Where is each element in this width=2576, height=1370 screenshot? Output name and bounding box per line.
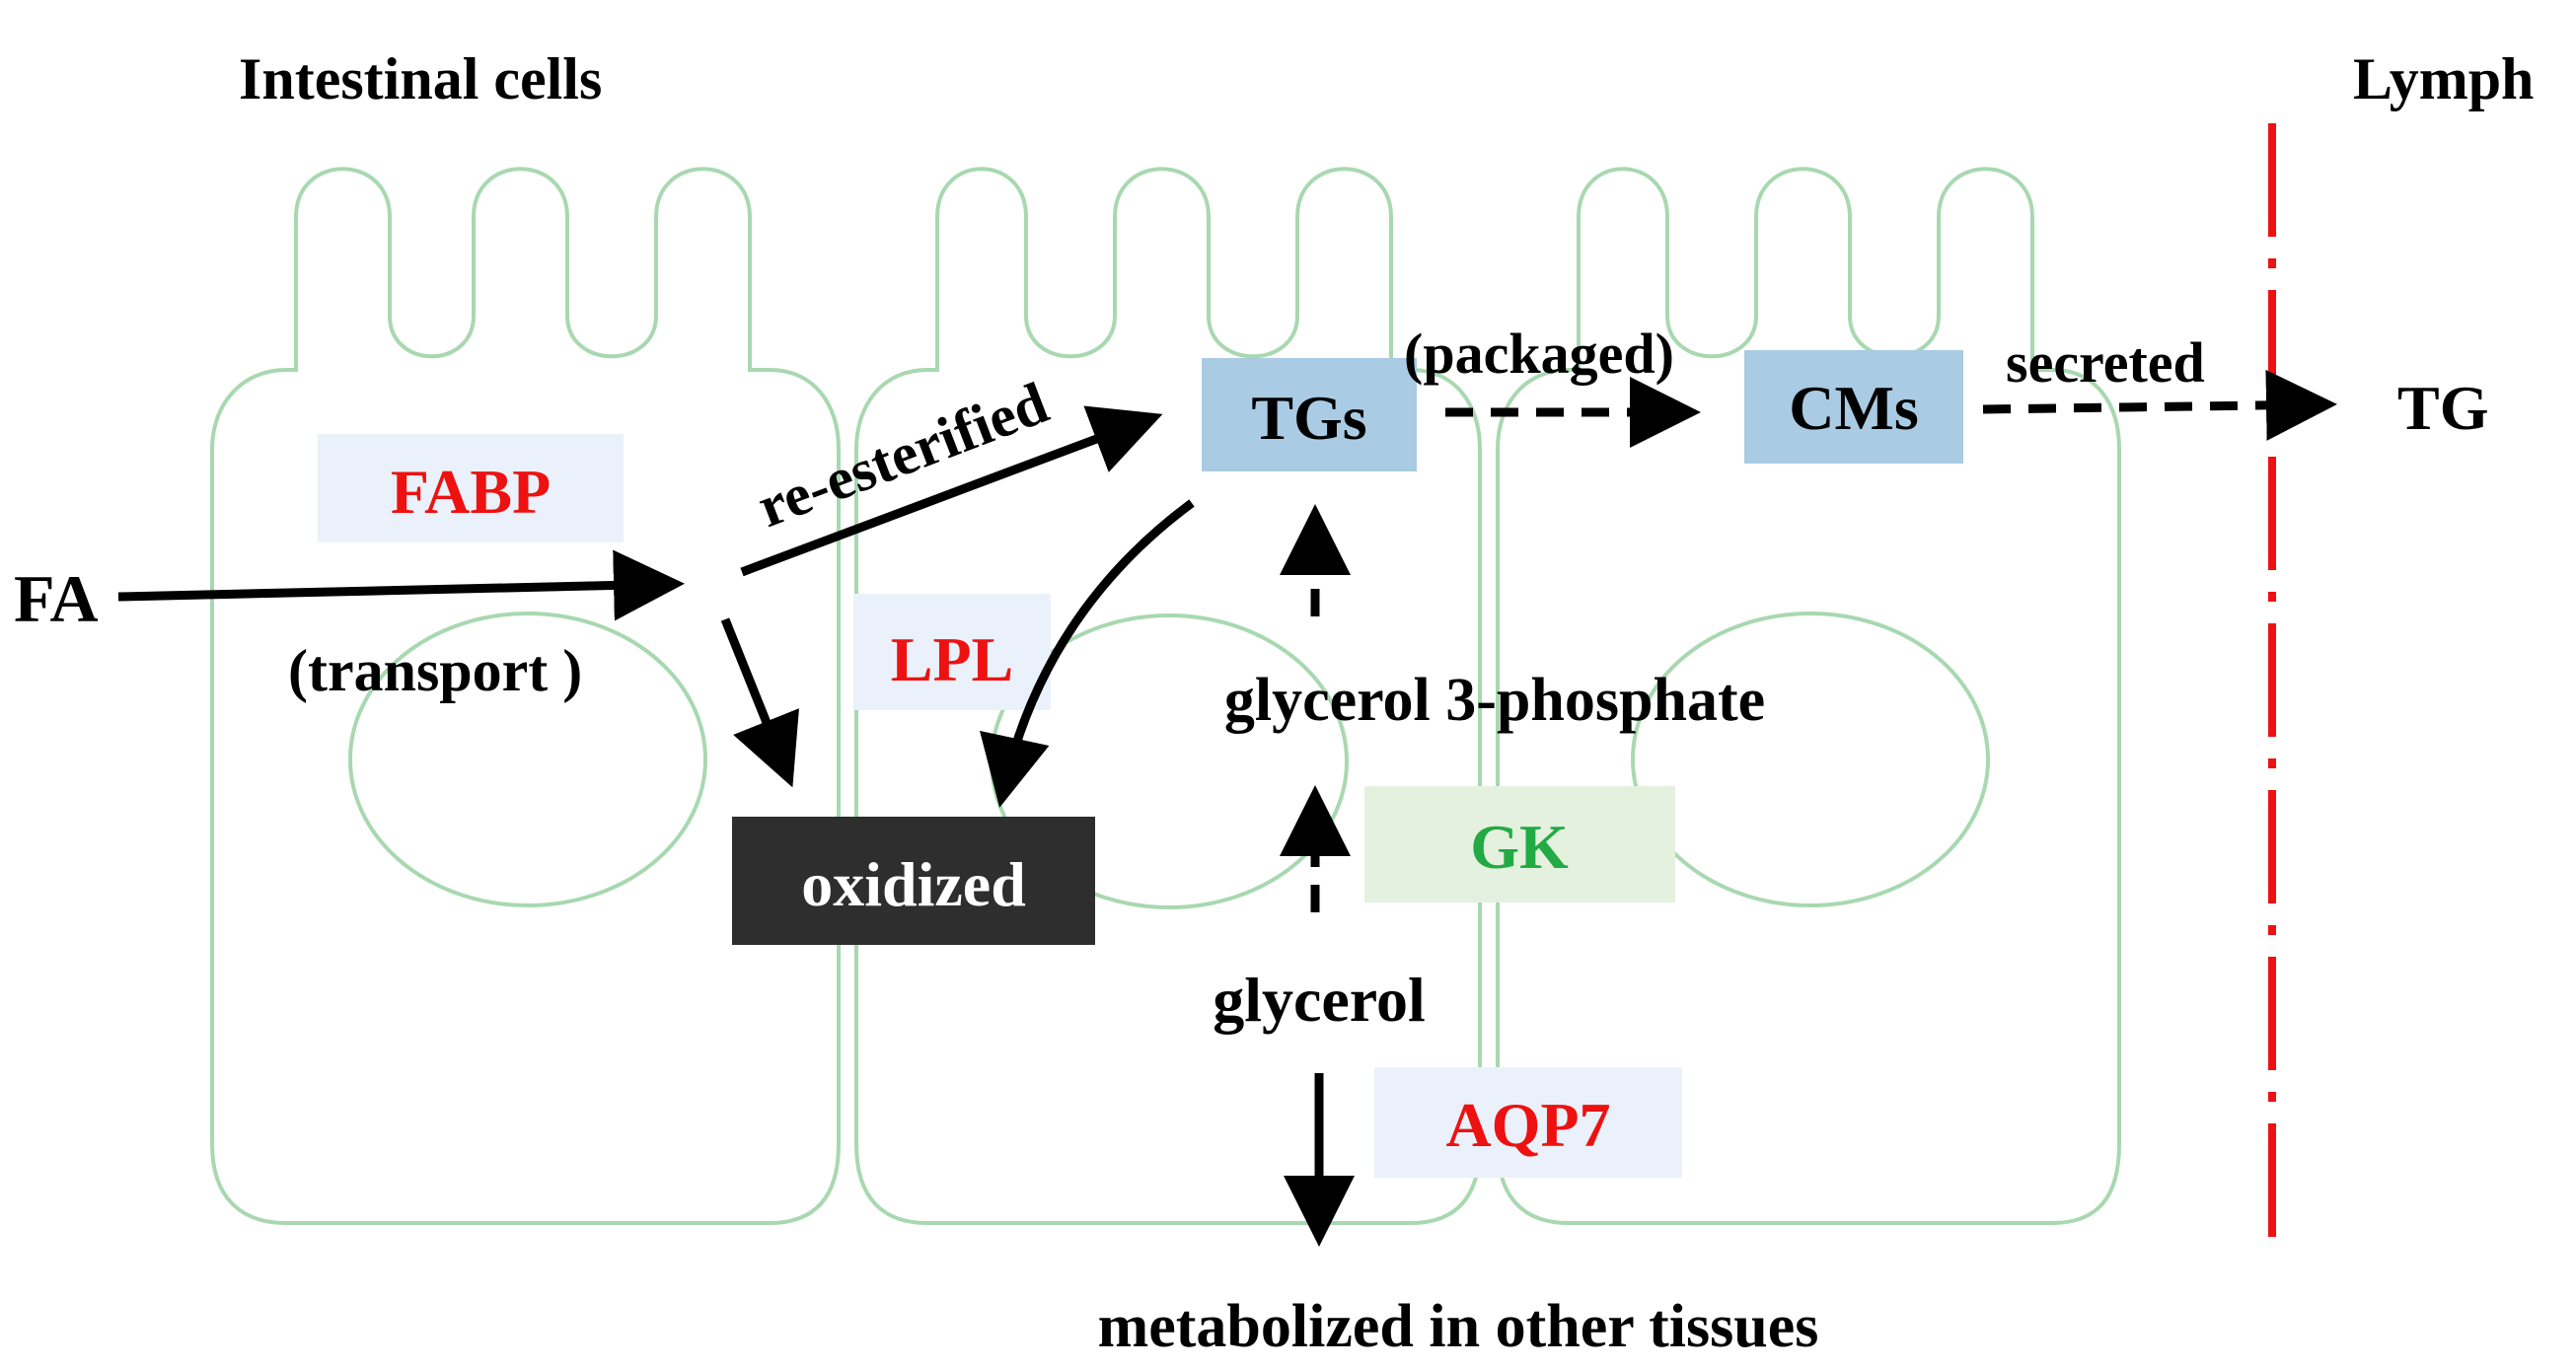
tgs-label: TGs	[1251, 383, 1366, 453]
secreted-label: secreted	[2006, 330, 2205, 395]
tg-label: TG	[2397, 373, 2488, 443]
oxidized-box	[732, 817, 1095, 945]
arrow-fa-transport	[117, 549, 685, 621]
arrow-tgs-to-oxidized	[980, 499, 1195, 808]
solid-arrows	[117, 405, 1355, 1247]
lymph-title: Lymph	[2353, 46, 2534, 111]
cms-box	[1744, 350, 1963, 464]
arrow-re-esterified	[740, 405, 1163, 577]
gk-box	[1364, 786, 1675, 902]
fabp-label: FABP	[391, 457, 551, 527]
metabolized-label: metabolized in other tissues	[1098, 1293, 1819, 1360]
glycerol-3-phosphate-label: glycerol 3-phosphate	[1224, 667, 1765, 734]
oxidized-label: oxidized	[801, 849, 1026, 919]
aqp7-box	[1374, 1067, 1682, 1178]
glycerol-label: glycerol	[1213, 965, 1426, 1035]
arrow-secreted	[1982, 369, 2337, 441]
gk-label: GK	[1470, 812, 1569, 882]
lpl-box	[853, 594, 1051, 710]
packaged-label: (packaged)	[1404, 322, 1674, 386]
tgs-box	[1202, 358, 1417, 471]
intestinal-cells-title: Intestinal cells	[239, 46, 602, 111]
cms-label: CMs	[1789, 373, 1919, 443]
intestinal-cell-1	[210, 167, 841, 1225]
fa-label: FA	[14, 561, 99, 636]
fabp-box	[318, 434, 624, 542]
aqp7-label: AQP7	[1445, 1090, 1610, 1160]
transport-label: (transport )	[288, 638, 582, 703]
intestinal-cell-3	[1496, 167, 2121, 1225]
arrow-to-oxidized	[720, 617, 799, 788]
dashed-arrows	[1280, 369, 2337, 912]
lpl-label: LPL	[891, 624, 1013, 694]
